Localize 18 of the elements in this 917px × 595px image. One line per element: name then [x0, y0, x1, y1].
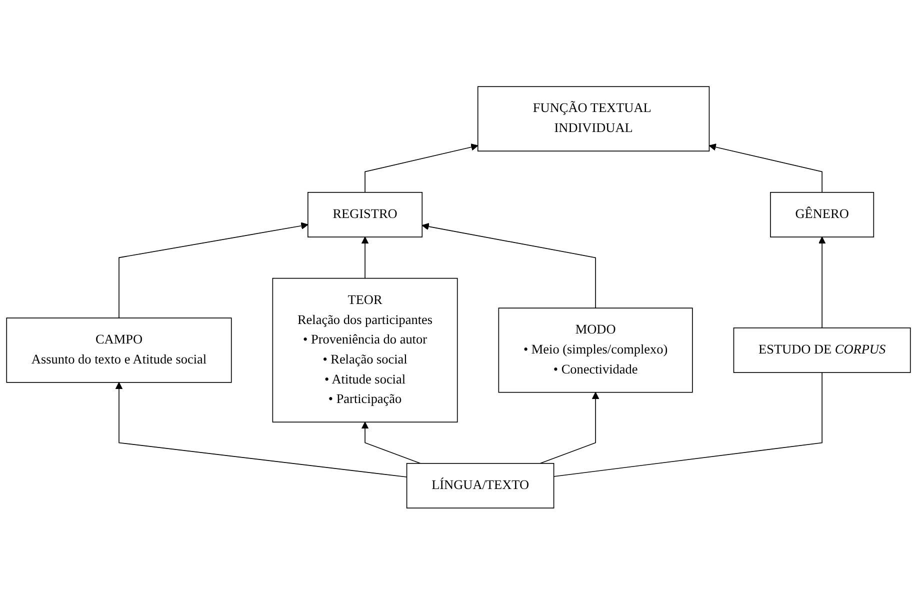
- node-box: REGISTRO: [308, 192, 423, 238]
- arrow: [540, 392, 600, 464]
- arrow: [115, 382, 408, 478]
- arrow: [118, 222, 308, 319]
- arrow: [361, 422, 421, 464]
- arrow: [422, 223, 596, 309]
- node-box: TEOR Relação dos participantes • Proveniência do autor • Relação social • Atitude social • Participação: [272, 278, 458, 423]
- node-box: ESTUDO DE CORPUS: [733, 328, 911, 374]
- node-box: LÍNGUA/TEXTO: [406, 463, 554, 509]
- node-box: CAMPO Assunto do texto e Atitude social: [6, 318, 232, 384]
- arrow: [708, 144, 822, 193]
- node-box: FUNÇÃO TEXTUAL INDIVIDUAL: [477, 86, 710, 152]
- arrow: [818, 236, 826, 328]
- node-box: MODO • Meio (simples/complexo) • Conectividade: [498, 308, 693, 393]
- arrow: [361, 236, 369, 279]
- arrow: [364, 144, 478, 193]
- node-box: GÊNERO: [770, 192, 874, 238]
- connector: [553, 372, 822, 478]
